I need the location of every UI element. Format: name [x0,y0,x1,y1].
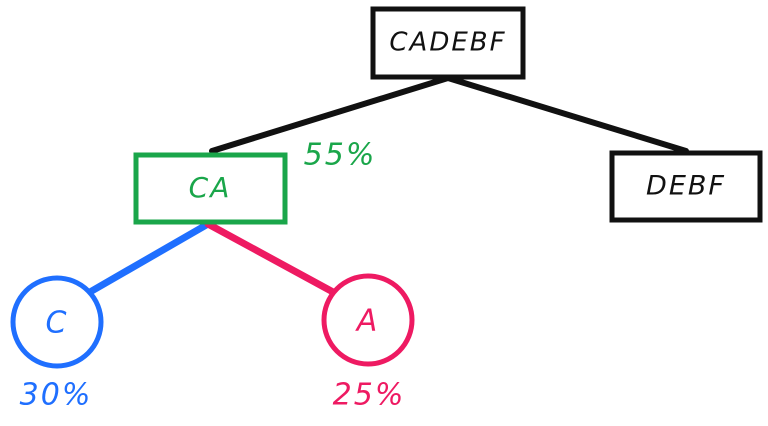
root-node-box [370,6,526,80]
a-node-label: A [355,304,380,339]
edge-root-ca [209,75,451,154]
ca-node: CA [133,152,288,225]
debf-node: DEBF [609,150,763,223]
ca-node-label: CA [189,171,232,204]
debf-node-label: DEBF [646,171,726,202]
edge-ca-c [86,220,212,296]
c-percentage: 30% [20,378,93,413]
c-node: C [10,275,104,369]
edge-ca-a [204,220,337,296]
root-node: CADEBF [370,6,526,80]
edge-root-debf [445,75,689,154]
ca-node-box [133,152,288,225]
root-node-label: CADEBF [389,28,506,58]
ca-percentage: 55% [304,138,377,173]
a-node-circle [321,273,415,367]
a-node: A [321,273,415,367]
a-percentage: 25% [333,378,406,413]
c-node-label: C [46,306,69,341]
debf-node-box [609,150,763,223]
c-node-circle [10,275,104,369]
